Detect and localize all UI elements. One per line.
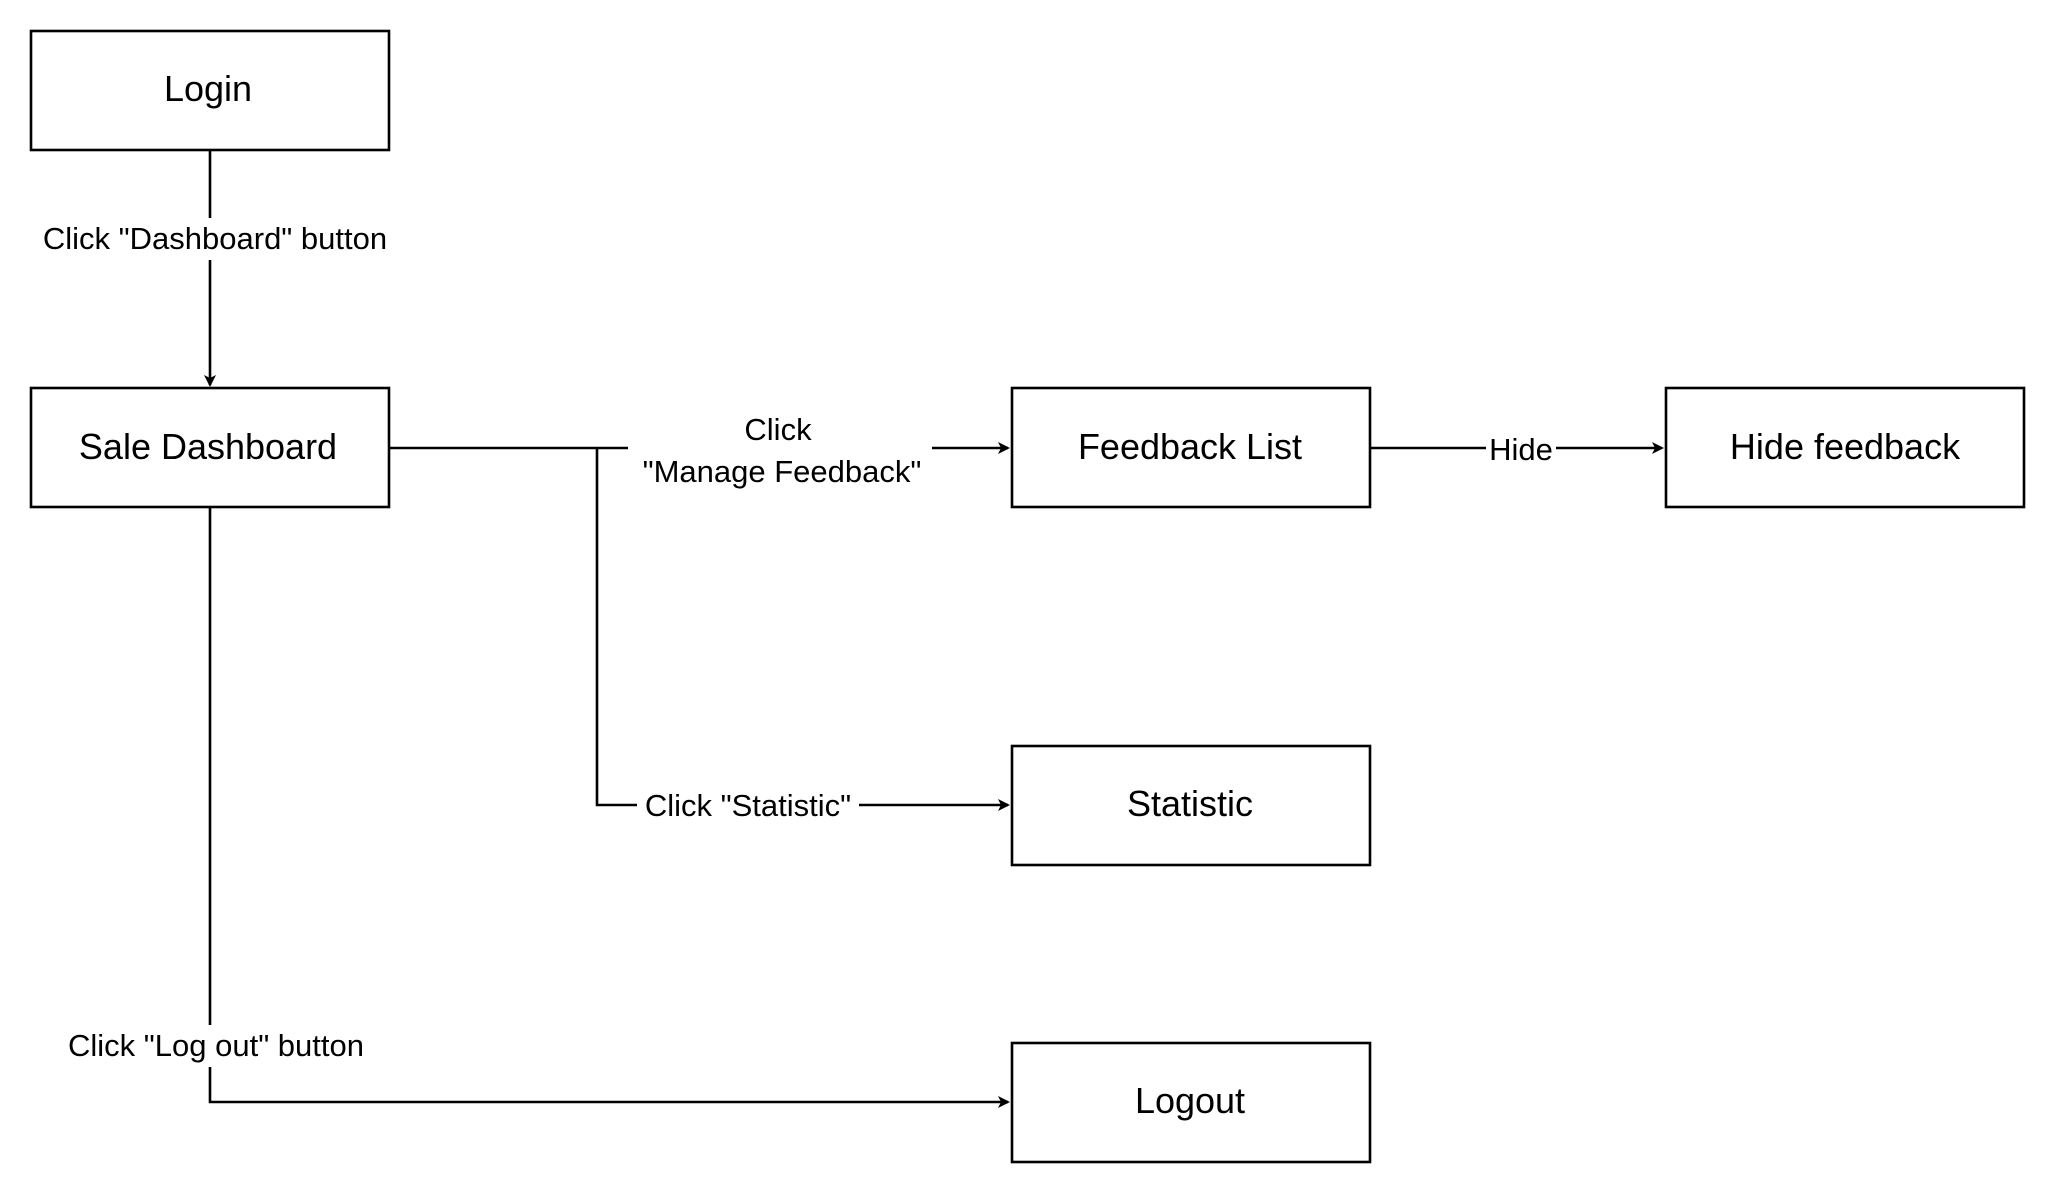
edge-label-logout-button: Click "Log out" button <box>68 1028 364 1063</box>
node-label: Login <box>164 68 252 109</box>
edge-label-dashboard-button: Click "Dashboard" button <box>43 221 387 256</box>
edge-label-statistic: Click "Statistic" <box>645 788 851 823</box>
node-statistic: Statistic <box>1010 744 1372 867</box>
edge-label-click: Click <box>744 412 812 447</box>
node-label: Statistic <box>1127 783 1253 824</box>
edge-dashboard-to-logout: Click "Log out" button <box>55 508 1010 1108</box>
edge-label-manage-feedback: "Manage Feedback" <box>643 454 922 489</box>
node-feedback-list: Feedback List <box>1010 386 1372 509</box>
node-login: Login <box>29 29 391 152</box>
node-label: Hide feedback <box>1730 426 1961 467</box>
node-hide-feedback: Hide feedback <box>1664 386 2026 509</box>
edge-dashboard-to-statistic: Click "Statistic" <box>595 448 1010 826</box>
edge-dashboard-to-feedback: Click "Manage Feedback" <box>389 405 1010 493</box>
edge-label-hide: Hide <box>1489 432 1553 467</box>
node-label: Logout <box>1135 1080 1245 1121</box>
edge-feedback-to-hide: Hide <box>1370 428 1664 470</box>
node-logout: Logout <box>1010 1041 1372 1164</box>
edge-login-to-dashboard: Click "Dashboard" button <box>30 150 400 387</box>
node-label: Feedback List <box>1078 426 1302 467</box>
node-label: Sale Dashboard <box>79 426 337 467</box>
node-sale-dashboard: Sale Dashboard <box>29 386 391 509</box>
